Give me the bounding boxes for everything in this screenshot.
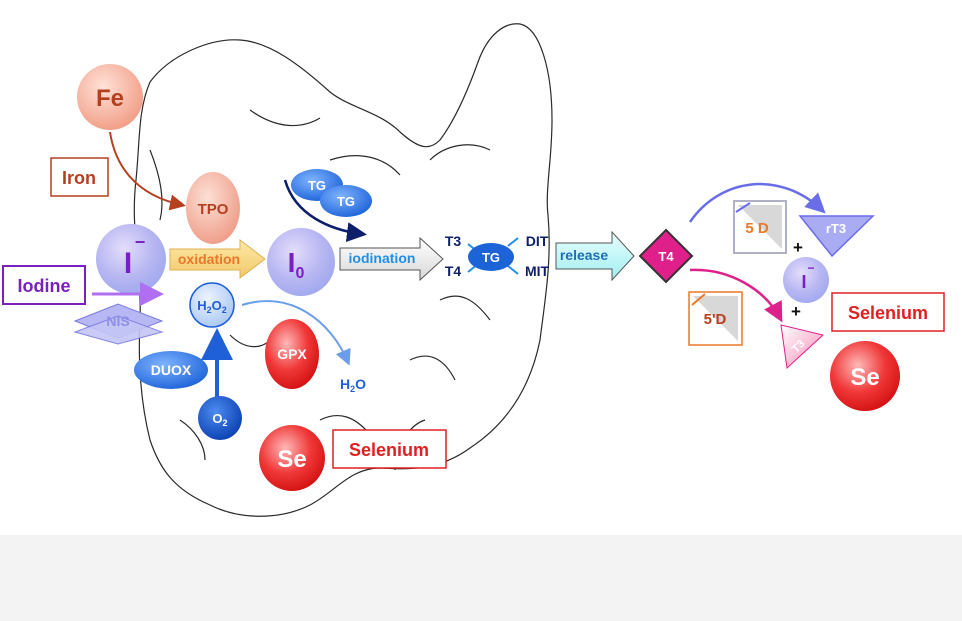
mit-label: MIT <box>525 263 550 279</box>
i0-label: I0 <box>288 247 305 282</box>
fe-sphere <box>77 64 143 130</box>
diagram-canvas: Fe Iron TPO I − Iodine NIS oxidation I0 … <box>0 0 962 535</box>
iodide-charge: − <box>135 232 146 252</box>
selenium-left-box <box>332 429 447 469</box>
iron-box <box>50 157 109 197</box>
iodination-label: iodination <box>349 250 416 266</box>
plus-sign-1: + <box>793 238 803 257</box>
iodine-label: Iodine <box>18 276 71 296</box>
nis-label: NIS <box>106 313 129 329</box>
5-prime-d-label: 5'D <box>704 311 727 328</box>
t4-to-rt3-arrow <box>688 182 826 223</box>
nis-transporter-lower <box>73 315 164 345</box>
tg-protein-2 <box>320 185 372 217</box>
5d-deiodinase <box>733 200 787 254</box>
t3-label: T3 <box>445 233 462 249</box>
dit-label: DIT <box>526 233 549 249</box>
tg1-label: TG <box>308 178 326 193</box>
gpx-enzyme <box>265 319 319 389</box>
se-right-sphere <box>830 341 900 411</box>
iodination-arrow <box>339 236 444 282</box>
duox-enzyme <box>134 351 208 389</box>
t4-to-t3-arrow <box>689 268 783 323</box>
iodide-sphere <box>96 224 166 294</box>
tg-central-label: TG <box>482 250 500 265</box>
release-label: release <box>560 247 608 263</box>
t3-triangle <box>780 324 825 370</box>
iodide-right-charge: − <box>807 261 814 275</box>
plus-sign-2: + <box>791 302 801 321</box>
o2-sphere <box>198 396 242 440</box>
gpx-label: GPX <box>277 346 307 362</box>
h2o2-to-h2o-arrow <box>241 300 351 366</box>
duox-label: DUOX <box>151 362 192 378</box>
iodine-atom-sphere <box>267 228 335 296</box>
oxidation-label: oxidation <box>178 251 240 267</box>
selenium-left-label: Selenium <box>349 440 429 460</box>
o2-label: O2 <box>212 411 227 428</box>
thyroid-gland-outline <box>133 23 553 517</box>
iodine-box <box>2 265 86 305</box>
tpo-label: TPO <box>198 201 229 218</box>
iodide-right-label: I <box>801 272 806 292</box>
h2o2-sphere <box>189 282 235 328</box>
fe-label: Fe <box>96 85 124 112</box>
h2o-label: H2O <box>340 376 366 394</box>
t4-diamond <box>638 228 694 284</box>
t4-label: T4 <box>445 263 462 279</box>
se-left-label: Se <box>277 446 306 473</box>
rt3-label: rT3 <box>826 221 846 236</box>
5-prime-d-deiodinase <box>688 291 743 346</box>
oxidation-arrow <box>169 238 266 280</box>
rt3-triangle <box>798 215 875 258</box>
iodide-right-sphere <box>783 257 829 303</box>
tpo-enzyme <box>186 172 240 244</box>
iron-label: Iron <box>62 168 96 188</box>
iodide-label: I <box>124 247 132 280</box>
t4-diamond-label: T4 <box>658 249 674 264</box>
tg-to-iodination-arrow <box>283 179 367 243</box>
tg-central-protein <box>468 243 514 271</box>
se-right-label: Se <box>850 364 879 391</box>
5d-label: 5 D <box>745 220 769 237</box>
h2o2-label: H2O2 <box>197 298 227 315</box>
iron-to-tpo-arrow <box>109 131 186 211</box>
release-arrow <box>555 230 635 282</box>
selenium-right-box <box>831 292 945 332</box>
se-left-sphere <box>259 425 325 491</box>
thyroid-hormone-synthesis-diagram: Fe Iron TPO I − Iodine NIS oxidation I0 … <box>2 23 945 517</box>
selenium-right-label: Selenium <box>848 303 928 323</box>
tg2-label: TG <box>337 194 355 209</box>
